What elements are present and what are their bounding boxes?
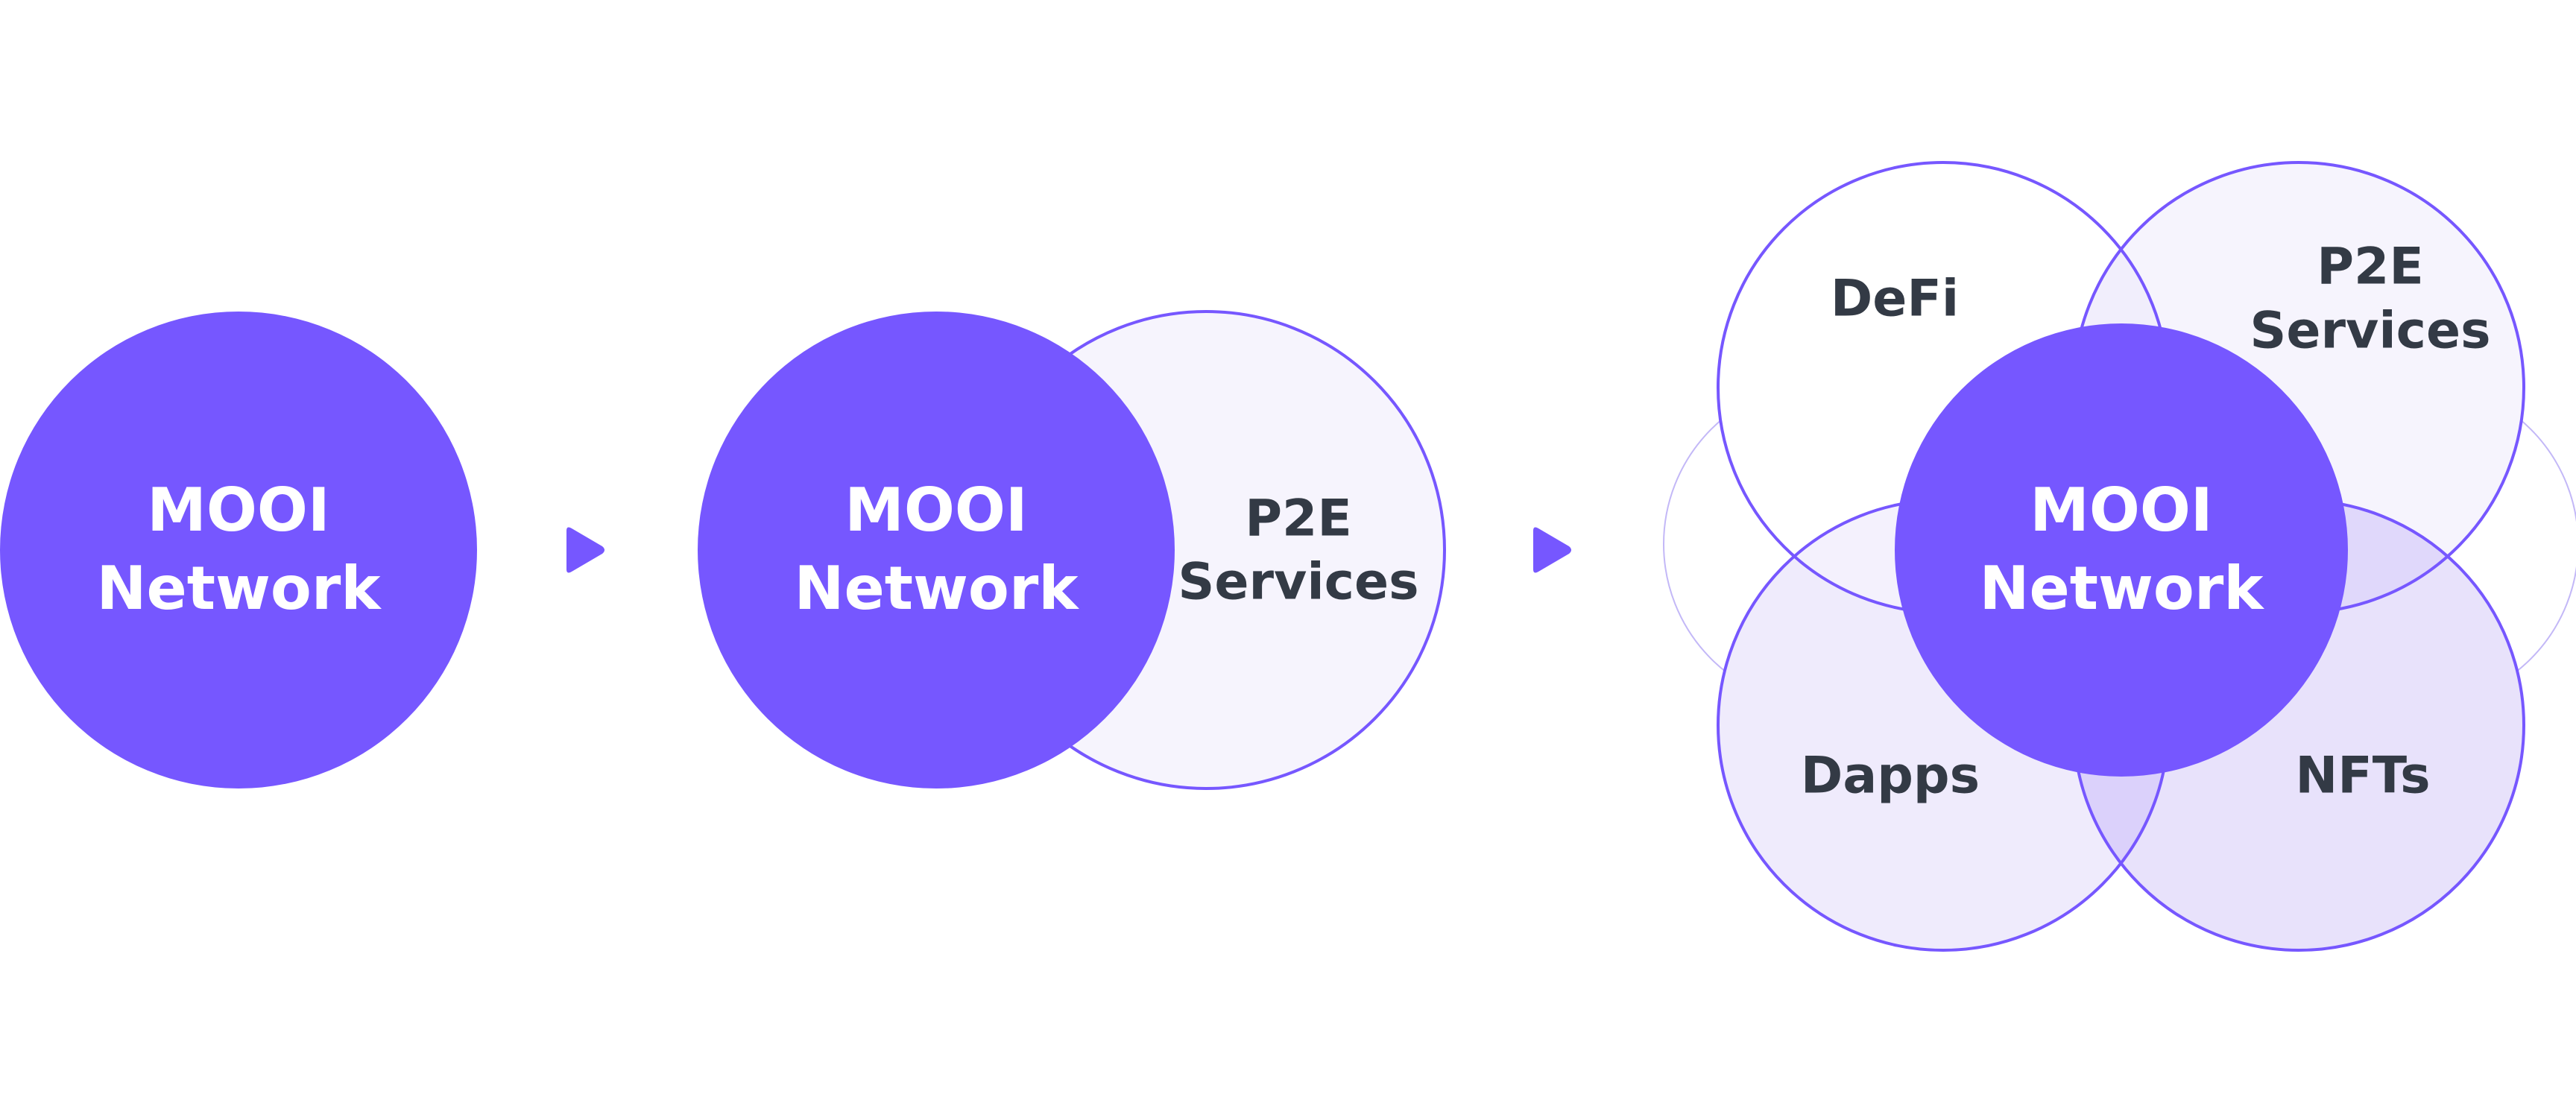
stage-2: MOOI Network P2E Services — [698, 310, 1446, 790]
defi-label: DeFi — [1831, 270, 1959, 329]
mooi-network-circle — [1895, 323, 2348, 777]
p2e-services-label-line2: Services — [1178, 553, 1418, 612]
mooi-network-label-line1: MOOI — [147, 475, 329, 545]
mooi-network-circle — [698, 312, 1175, 788]
p2e-services-label-line1: P2E — [2317, 238, 2424, 297]
mooi-network-circle — [0, 312, 477, 788]
p2e-services-label-line1: P2E — [1245, 490, 1352, 549]
mooi-network-label-line2: Network — [795, 554, 1080, 623]
mooi-network-label-line2: Network — [97, 554, 382, 623]
p2e-services-label-line2: Services — [2250, 302, 2490, 361]
arrow-right-icon — [566, 527, 604, 573]
mooi-network-label-line2: Network — [1980, 554, 2265, 623]
nfts-label: NFTs — [2295, 747, 2430, 806]
mooi-network-label-line1: MOOI — [845, 475, 1027, 545]
stage-1: MOOI Network — [0, 312, 477, 788]
dapps-label: Dapps — [1801, 747, 1980, 806]
arrow-right-icon — [1533, 527, 1571, 573]
stage-3: MOOI Network DeFi P2E Services Dapps NFT… — [1663, 161, 2576, 952]
mooi-network-label-line1: MOOI — [2030, 475, 2212, 545]
